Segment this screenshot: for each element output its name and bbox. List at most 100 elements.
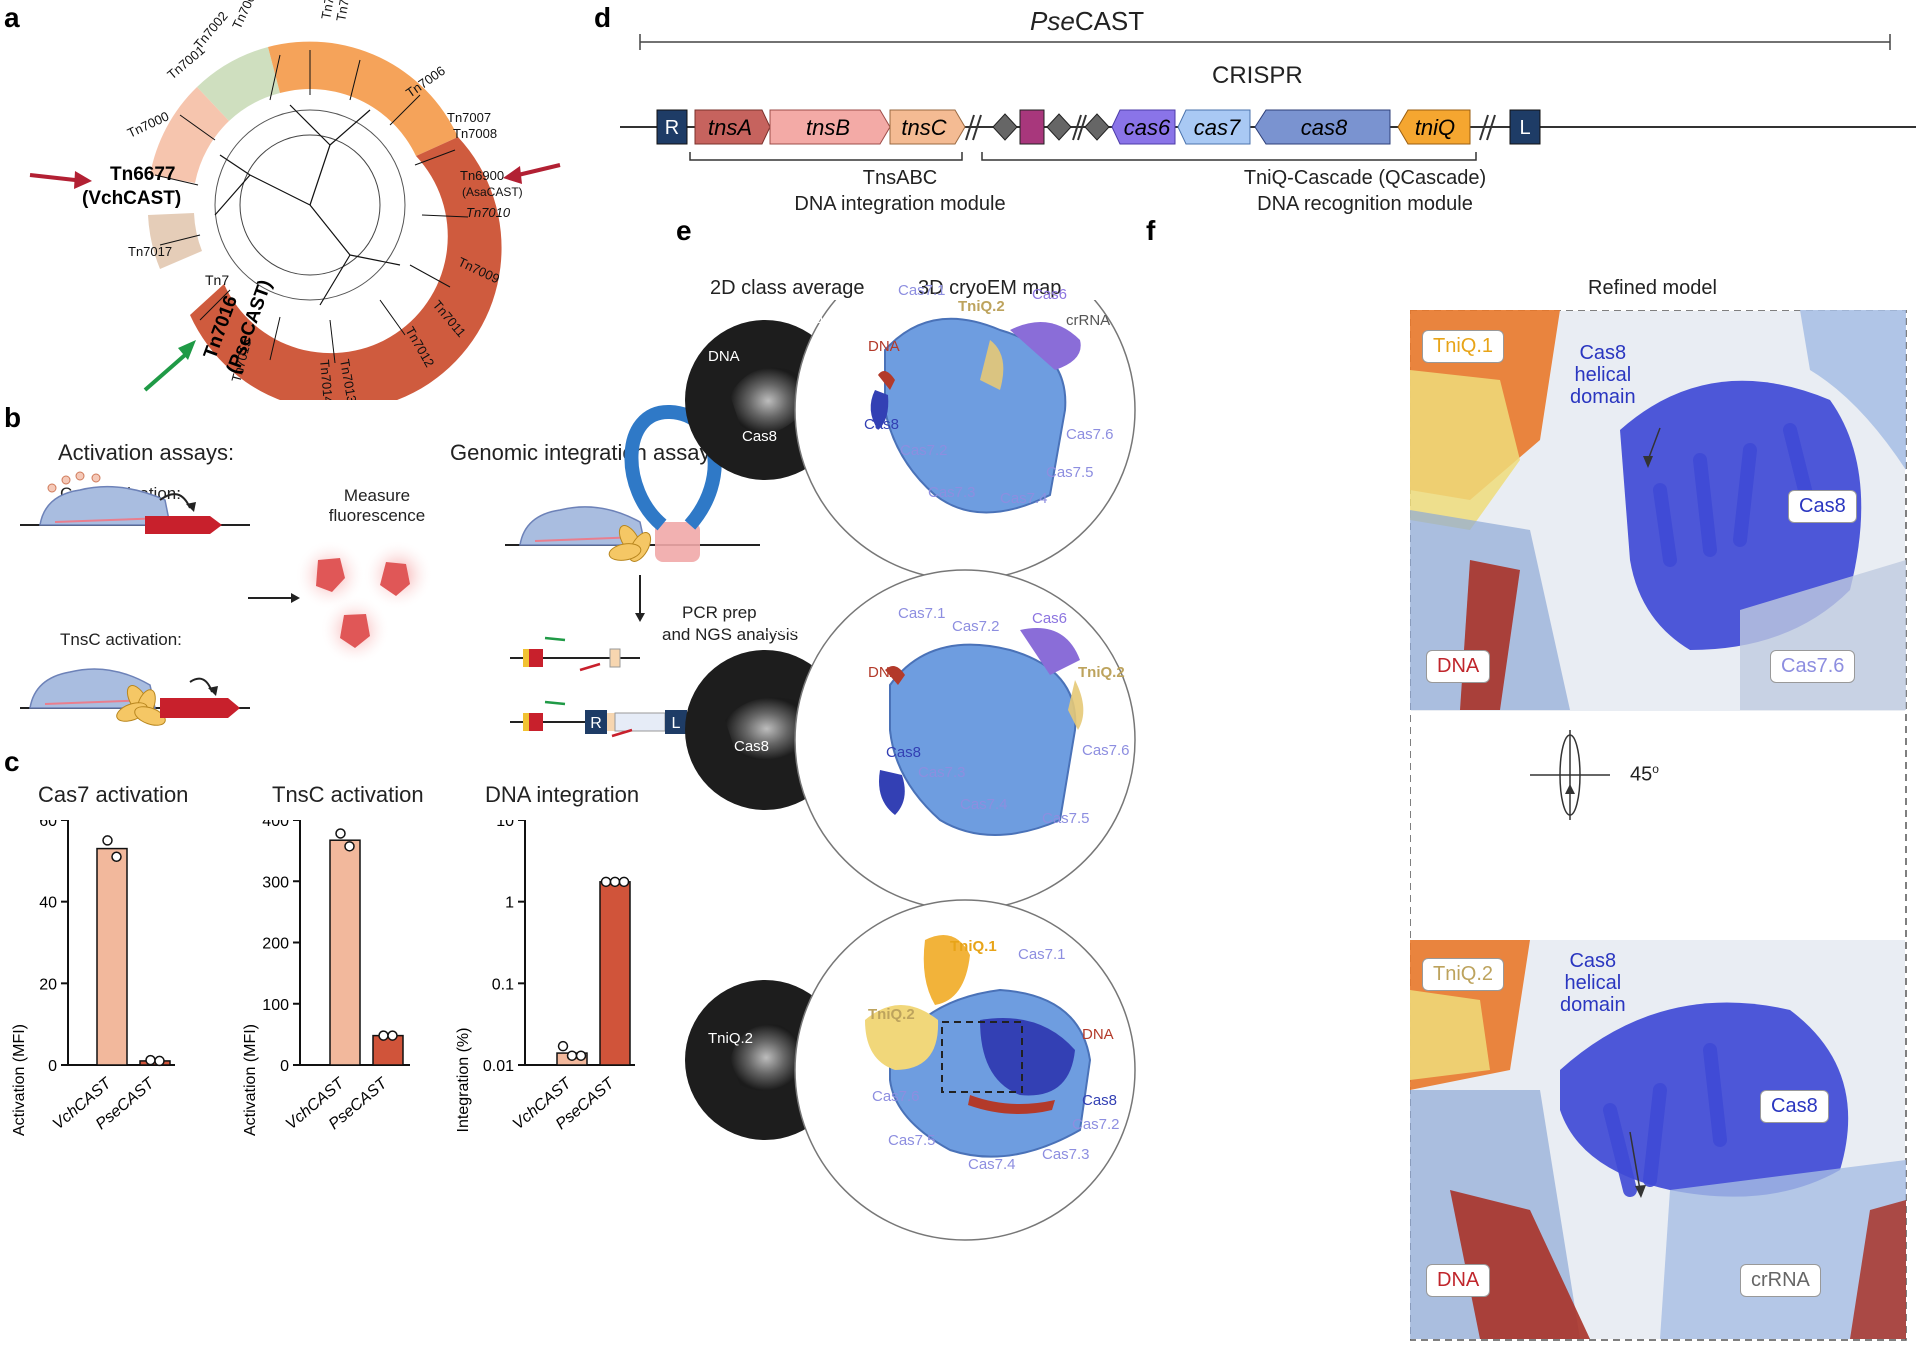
tree-label: Tn7008 [453,126,497,141]
data-point [102,835,113,846]
label-3d: crRNA [1066,312,1111,329]
label-3d: DNA [1082,1026,1114,1043]
gene-cas7 [1177,109,1251,145]
y-tick-label: 200 [262,936,289,953]
panel-letter-e: e [676,215,692,246]
vch-label: Tn6677 [110,164,175,185]
measure-fluorescence-label: Measure fluorescence [328,486,426,525]
red-arrow-icon [503,163,561,184]
tree-label: Tn7013 [337,358,359,400]
y-tick-label: 0 [48,1058,57,1075]
bar [329,839,361,1066]
y-tick-label: 40 [39,895,57,912]
rotation-unit: o [1652,762,1659,776]
genomic-integration-title: Genomic integration assay: [450,440,717,465]
col-2d-class-average: 2D class average [710,277,865,299]
label-3d: TniQ.1 [950,938,997,955]
data-point [600,876,612,888]
module1-subtitle: DNA integration module [794,193,1006,215]
chart-title-cas7: Cas7 activation [38,782,189,807]
chart-title-tnsc: TnsC activation [272,782,424,807]
gene-label: tnsB [806,115,850,140]
label-3d: Cas7.6 [1082,742,1130,759]
y-tick-label: 0.1 [492,976,514,993]
label-3d: Cas7.2 [900,442,948,459]
vch-sub: (VchCAST) [82,188,181,209]
module1-title: TnsABC [862,167,938,189]
label-3d: Cas8 [864,416,900,433]
tree-label: Tn6900 [460,168,504,183]
label-crrna-bottom: crRNA [1740,1264,1821,1297]
data-point [557,1040,569,1052]
rotation-value: 45 [1630,763,1653,786]
label-3d: Cas7.3 [918,764,966,781]
y-axis-label: Activation (MFI) [11,1024,28,1136]
module2-subtitle: DNA recognition module [1257,193,1473,215]
gene-tnsA [694,109,771,145]
label-3d: TniQ.2 [1078,664,1125,681]
structure-bottom [1410,940,1906,1339]
label-3d: Cas7.4 [968,1156,1016,1173]
label-2d: Cas8 [742,428,778,445]
label-tniq2: TniQ.2 [1422,958,1505,991]
panel-letter-f: f [1146,215,1156,246]
gene-l [1509,109,1541,145]
psecast-title-prefix: Pse [1030,6,1075,36]
data-point [387,1030,398,1041]
psecast-title-suffix: CAST [1074,6,1145,36]
tnsc-activation-label: TnsC activation: [60,630,182,649]
cascade-complex-icon [29,668,156,709]
gene-label: cas7 [1194,115,1241,140]
col-3d-cryoem-map: 3D cryoEM map [918,277,1062,299]
panel-letter-d: d [594,2,612,33]
label-3d: Cas7.1 [898,282,946,299]
label-3d: TniQ.2 [958,298,1005,315]
label-3d: Cas7.5 [1046,464,1094,481]
label-3d: TniQ.2 [868,1006,915,1023]
label-3d: Cas7.4 [960,796,1008,813]
panel-letter-b: b [4,402,22,433]
label-3d: Cas7.6 [1066,426,1114,443]
data-point [344,841,355,852]
label-cas8-helical-bottom: Cas8 helical domain [1560,950,1626,1016]
ngs-analysis-label: and NGS analysis [662,625,799,644]
gene-locus: R tnsA tnsB tnsC cas6 cas7 cas8 tniQ L [620,34,1916,161]
activation-assays-title: Activation assays: [58,440,235,465]
gene-label: L [1519,117,1530,139]
reporter-gene-icon [145,516,222,534]
data-point [609,876,621,888]
label-2d: Cas8 [734,738,770,755]
bar [599,881,631,1066]
tree-leaves [154,50,469,364]
gene-cas8 [1254,109,1391,145]
label-2d: Cas8 [800,1030,836,1047]
rotation-label: 45o [1630,762,1659,787]
module2-caption: TniQ-Cascade (QCascade) DNA recognition … [1200,165,1530,217]
tree-label: Tn7014 [317,359,336,400]
label-3d: Cas8 [886,744,922,761]
label-cas8-helical-top: Cas8 helical domain [1570,342,1636,408]
r-end-label: R [590,715,602,732]
label-dna-top: DNA [1426,650,1491,683]
donor-dna-loop-icon [624,404,722,531]
bar [96,847,128,1066]
data-point [378,1030,389,1041]
tnsc-ring-icon [116,685,166,726]
label-3d: Cas7.3 [928,484,976,501]
gene-label: tnsA [708,115,752,140]
gene-tniQ [1397,109,1471,145]
data-point [111,851,122,862]
label-2d: DNA [708,348,740,365]
fluorescence-icon [295,540,433,665]
tree-label: Tn7001 [164,42,207,82]
gene-cas6 [1111,109,1176,145]
label-cas8-bottom: Cas8 [1760,1090,1829,1123]
label-3d: DNA [868,664,900,681]
psecast-title: PseCAST [1030,6,1144,37]
cascade-complex-icon [39,485,171,526]
label-dna-bottom: DNA [1426,1264,1491,1297]
label-2d: Cas6 [762,620,798,637]
y-tick-label: 20 [39,976,57,993]
